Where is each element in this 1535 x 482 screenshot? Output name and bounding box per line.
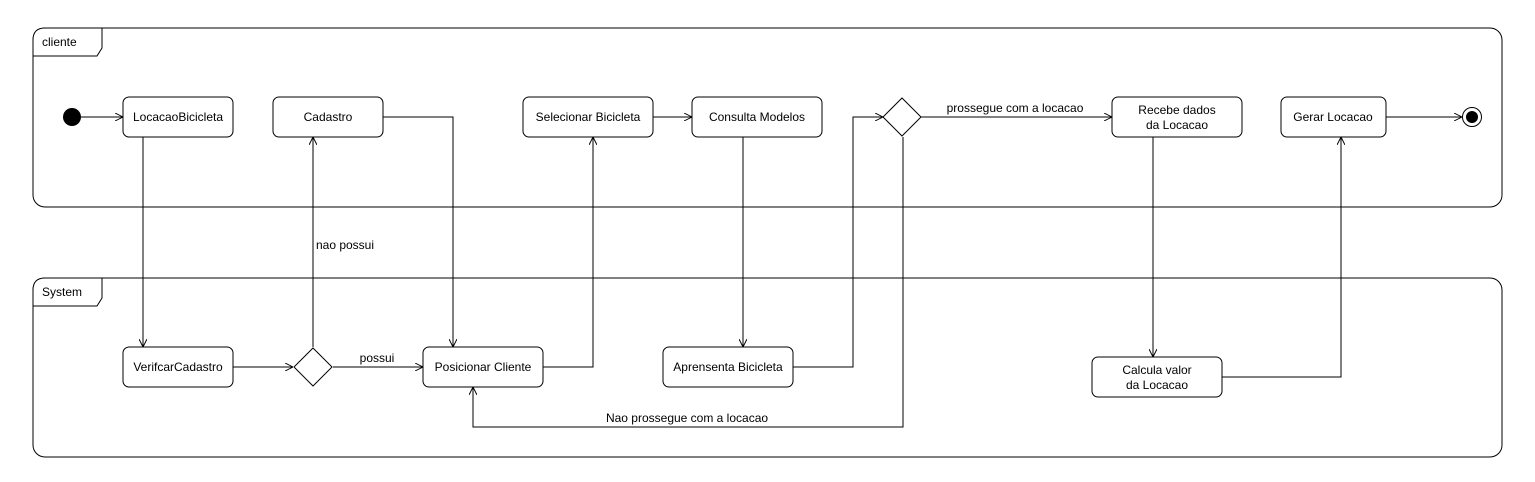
action-label-line2: da Locacao xyxy=(1126,378,1188,392)
action-calcula-valor[interactable]: Calcula valor da Locacao xyxy=(1091,356,1223,398)
decision-cadastro[interactable] xyxy=(293,347,333,387)
action-verificar-cadastro[interactable]: VerifcarCadastro xyxy=(122,346,234,388)
action-label: Posicionar Cliente xyxy=(435,360,532,374)
action-label-line2: da Locacao xyxy=(1146,118,1208,132)
edge-calcula-to-gerar xyxy=(1222,137,1341,378)
edge-label-nao-possui: nao possui xyxy=(316,238,374,252)
action-cadastro[interactable]: Cadastro xyxy=(272,96,384,138)
edge-apresenta-to-decision xyxy=(793,117,883,368)
edge-label-nao-prossegue: Nao prossegue com a locacao xyxy=(606,411,768,425)
action-label: Cadastro xyxy=(304,110,353,124)
action-apresenta-bicicleta[interactable]: Aprensenta Bicicleta xyxy=(662,346,794,388)
edge-posicionar-to-selecionar xyxy=(543,137,593,368)
action-label: Consulta Modelos xyxy=(709,110,805,124)
action-label: Aprensenta Bicicleta xyxy=(673,360,783,374)
action-label: Gerar Locacao xyxy=(1293,110,1373,124)
action-label: LocacaoBicicleta xyxy=(133,110,223,124)
action-recebe-dados[interactable]: Recebe dados da Locacao xyxy=(1111,96,1243,138)
action-label: VerifcarCadastro xyxy=(133,360,223,374)
decision-prossegue[interactable] xyxy=(882,97,922,137)
action-posicionar-cliente[interactable]: Posicionar Cliente xyxy=(422,346,544,388)
edge-decision-to-posicionar-back xyxy=(473,137,904,428)
final-node[interactable] xyxy=(1462,107,1482,127)
edge-label-prossegue: prossegue com a locacao xyxy=(947,101,1084,115)
action-gerar-locacao[interactable]: Gerar Locacao xyxy=(1280,96,1387,138)
initial-node[interactable] xyxy=(63,108,81,126)
swimlane-label-cliente: cliente xyxy=(42,35,77,49)
edges xyxy=(81,116,1462,428)
edge-cadastro-to-posicionar xyxy=(383,116,453,347)
edge-label-possui: possui xyxy=(360,351,395,365)
action-consulta-modelos[interactable]: Consulta Modelos xyxy=(691,96,823,138)
action-selecionar-bicicleta[interactable]: Selecionar Bicicleta xyxy=(522,96,654,138)
action-label: Selecionar Bicicleta xyxy=(536,110,641,124)
action-locacao-bicicleta[interactable]: LocacaoBicicleta xyxy=(122,96,234,138)
swimlane-label-system: System xyxy=(42,285,82,299)
action-label-line1: Calcula valor xyxy=(1122,363,1191,377)
action-label-line1: Recebe dados xyxy=(1138,103,1215,117)
